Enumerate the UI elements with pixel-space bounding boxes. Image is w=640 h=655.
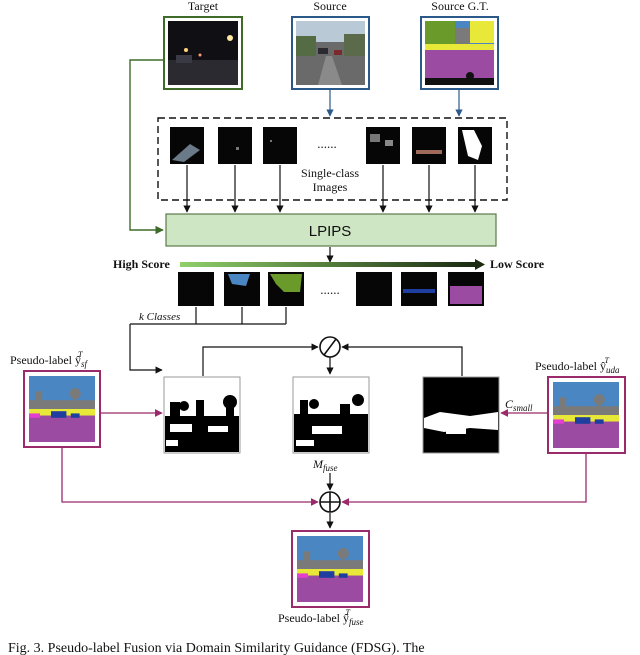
high-score-label: High Score bbox=[113, 257, 170, 271]
pseudo-label-sf-image bbox=[23, 370, 101, 448]
source-title: Source bbox=[313, 0, 346, 13]
pseudo-label-sf-text: Pseudo-label ŷ bbox=[10, 353, 81, 367]
source-gt-title: Source G.T. bbox=[431, 0, 488, 13]
pseudo-label-fuse-sub: fuse bbox=[349, 617, 364, 627]
k-classes-label: k Classes bbox=[139, 311, 180, 323]
source-gt-image bbox=[420, 16, 499, 90]
mask-fused-middle bbox=[292, 376, 370, 454]
pseudo-label-fuse-text: Pseudo-label ŷ bbox=[278, 611, 349, 625]
target-image bbox=[163, 16, 243, 90]
single-class-label-2: Images bbox=[313, 180, 348, 194]
pseudo-label-fuse-image bbox=[291, 530, 370, 608]
pseudo-label-uda-image bbox=[547, 376, 626, 454]
pseudo-label-uda-text: Pseudo-label ŷ bbox=[535, 359, 606, 373]
lpips-label: LPIPS bbox=[309, 223, 352, 240]
oslash-operator-icon bbox=[319, 336, 341, 358]
dots-mid: ...... bbox=[320, 282, 340, 297]
c-small-text: C bbox=[505, 397, 514, 411]
lpips-block: LPIPS bbox=[165, 213, 497, 247]
c-small-sub: small bbox=[513, 403, 533, 413]
pseudo-label-uda-sub: uda bbox=[606, 365, 620, 375]
m-fuse-label: Mfuse bbox=[312, 457, 338, 473]
figure-caption: Fig. 3. Pseudo-label Fusion via Domain S… bbox=[8, 641, 425, 655]
target-title: Target bbox=[188, 0, 219, 13]
pseudo-label-sf-sub: sf bbox=[81, 359, 89, 369]
pseudo-label-uda-title: Pseudo-label ŷudaT bbox=[535, 356, 620, 375]
single-class-thumbnails bbox=[170, 127, 492, 164]
score-gradient-bar bbox=[180, 262, 475, 267]
pseudo-label-fuse-sup: T bbox=[346, 608, 351, 617]
pseudo-label-sf-sup: T bbox=[78, 350, 83, 359]
c-small-label: Csmall bbox=[505, 397, 533, 413]
pseudo-label-sf-title: Pseudo-label ŷsfT bbox=[10, 350, 89, 369]
single-class-images-box bbox=[157, 117, 508, 201]
mask-k-classes bbox=[163, 376, 241, 454]
low-score-label: Low Score bbox=[490, 257, 545, 271]
pseudo-label-fuse-title: Pseudo-label ŷfuseT bbox=[278, 608, 364, 627]
source-image bbox=[291, 16, 370, 90]
single-class-label-1: Single-class bbox=[301, 166, 359, 180]
dots-top: ...... bbox=[317, 136, 337, 151]
ranked-class-thumbnails bbox=[178, 272, 484, 306]
pseudo-label-uda-sup: T bbox=[605, 356, 610, 365]
thumb-to-lpips-arrows bbox=[183, 165, 479, 213]
m-fuse-text: M bbox=[312, 457, 324, 471]
m-fuse-sub: fuse bbox=[323, 463, 338, 473]
mask-small-classes bbox=[422, 376, 500, 454]
oplus-operator-icon bbox=[319, 491, 341, 513]
k-classes-bracket bbox=[129, 307, 287, 374]
